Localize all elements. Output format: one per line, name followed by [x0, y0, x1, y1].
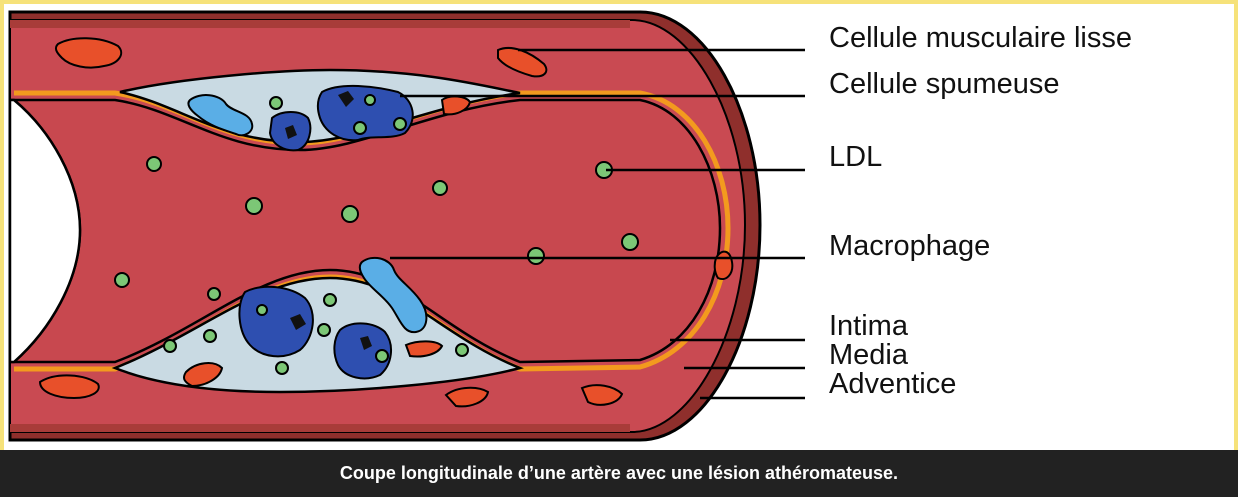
caption-bar: Coupe longitudinale d’une artère avec un… [0, 450, 1238, 497]
ldl-particle [394, 118, 406, 130]
ldl-particle [257, 305, 267, 315]
ldl-particle [622, 234, 638, 250]
ldl-particle [276, 362, 288, 374]
ldl-particle [324, 294, 336, 306]
adventitia-top-stripe [10, 20, 630, 28]
label-macrophage: Macrophage [829, 232, 990, 261]
ldl-particle [270, 97, 282, 109]
ldl-particle [204, 330, 216, 342]
ldl-particle [208, 288, 220, 300]
smooth-muscle-cell [715, 252, 733, 279]
ldl-particle [354, 122, 366, 134]
label-smooth-muscle-cell: Cellule musculaire lisse [829, 24, 1132, 53]
ldl-particle [164, 340, 176, 352]
label-media: Media [829, 341, 908, 370]
label-adventice: Adventice [829, 370, 956, 399]
ldl-particle [115, 273, 129, 287]
ldl-particle [376, 350, 388, 362]
ldl-particle [342, 206, 358, 222]
label-intima: Intima [829, 312, 908, 341]
figure-caption: Coupe longitudinale d’une artère avec un… [340, 463, 898, 484]
ldl-particle [318, 324, 330, 336]
label-ldl: LDL [829, 143, 882, 172]
ldl-particle [528, 248, 544, 264]
adventitia-bottom-stripe [10, 424, 630, 432]
ldl-particle [246, 198, 262, 214]
ldl-particle [456, 344, 468, 356]
ldl-particle [365, 95, 375, 105]
ldl-particle [433, 181, 447, 195]
ldl-particle [147, 157, 161, 171]
label-foam-cell: Cellule spumeuse [829, 70, 1060, 99]
